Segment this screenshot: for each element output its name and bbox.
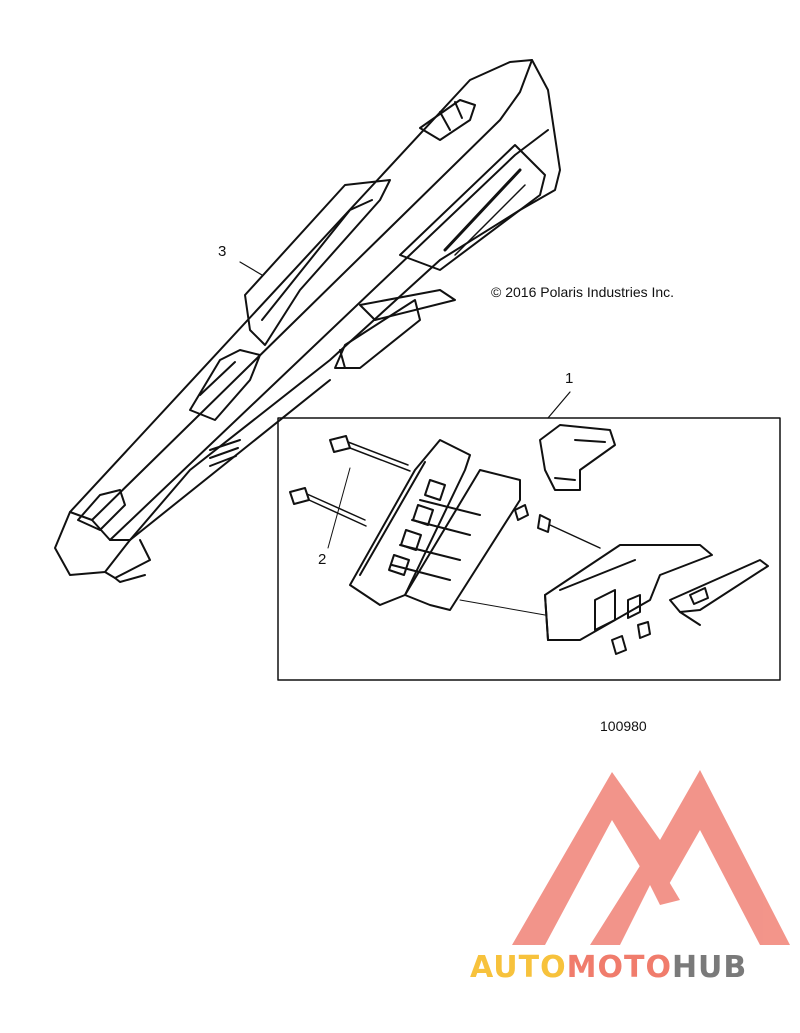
brand-moto: MOTO (566, 950, 672, 985)
copyright-text: © 2016 Polaris Industries Inc. (491, 284, 675, 300)
latch-arm-part (669, 559, 769, 626)
brand-auto: AUTO (470, 950, 567, 985)
callout-3: 3 (218, 243, 227, 260)
callout-2: 2 (318, 551, 327, 568)
bolts-part (289, 435, 411, 549)
control-module-part (349, 439, 521, 611)
watermark-logo (512, 770, 790, 945)
brand-hub: HUB (671, 950, 748, 985)
watermark-brand: AUTOMOTOHUB (470, 950, 747, 985)
mounting-bracket-part (459, 544, 713, 655)
callout-1: 1 (565, 370, 574, 387)
drawing-number: 100980 (600, 718, 647, 734)
connector-part (514, 424, 616, 549)
gun-case-part (54, 59, 561, 583)
assembly-box (277, 417, 781, 681)
